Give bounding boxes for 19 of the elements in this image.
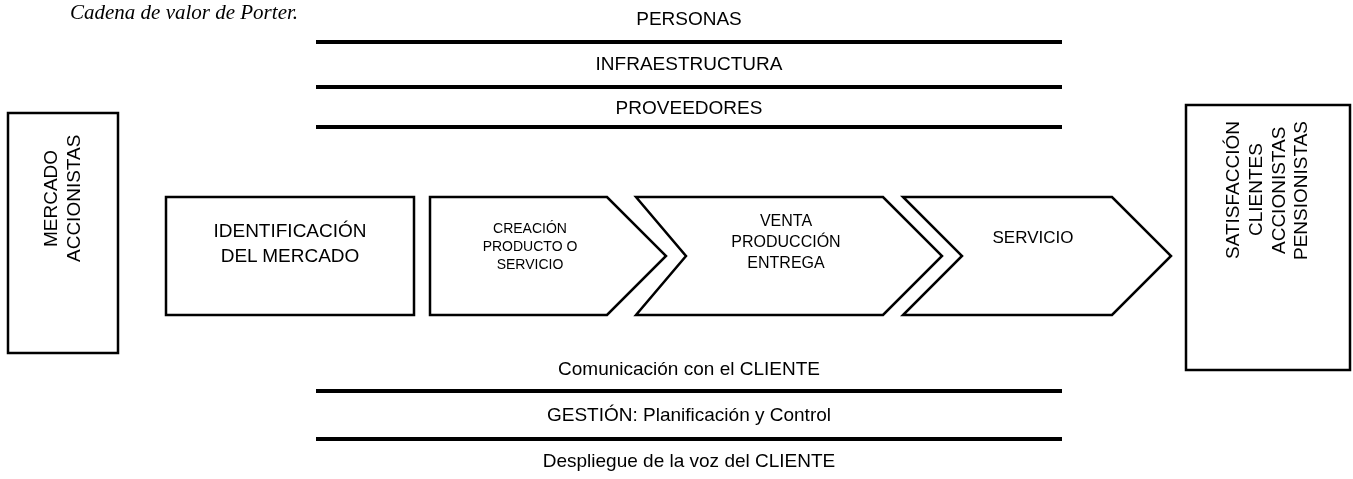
node-text: SATISFACCIÓN CLIENTES ACCIONISTAS PENSIONISTAS [1222,119,1313,262]
process-box [166,197,414,315]
node-text: SERVICIO [991,227,1075,249]
process-step [903,197,1171,315]
node-text: VENTA PRODUCCIÓN ENTREGA [730,211,842,273]
outcome-box [1186,105,1350,370]
band-label: INFRAESTRUCTURA [594,53,784,75]
band-label: Despliegue de la voz del CLIENTE [541,450,837,472]
stakeholder-box [8,113,118,353]
band-label: Comunicación con el CLIENTE [557,358,821,380]
node-text: CREACIÓN PRODUCTO O SERVICIO [481,219,579,274]
figure-title: Cadena de valor de Porter. [70,0,299,25]
band-label: PERSONAS [635,8,743,30]
band-label: PROVEEDORES [614,97,764,119]
process-step [636,197,942,315]
node-text: MERCADO ACCIONISTAS [40,133,85,264]
node-text: IDENTIFICACIÓN DEL MERCADO [212,219,368,268]
process-step [430,197,666,315]
band-label: GESTIÓN: Planificación y Control [545,404,832,426]
